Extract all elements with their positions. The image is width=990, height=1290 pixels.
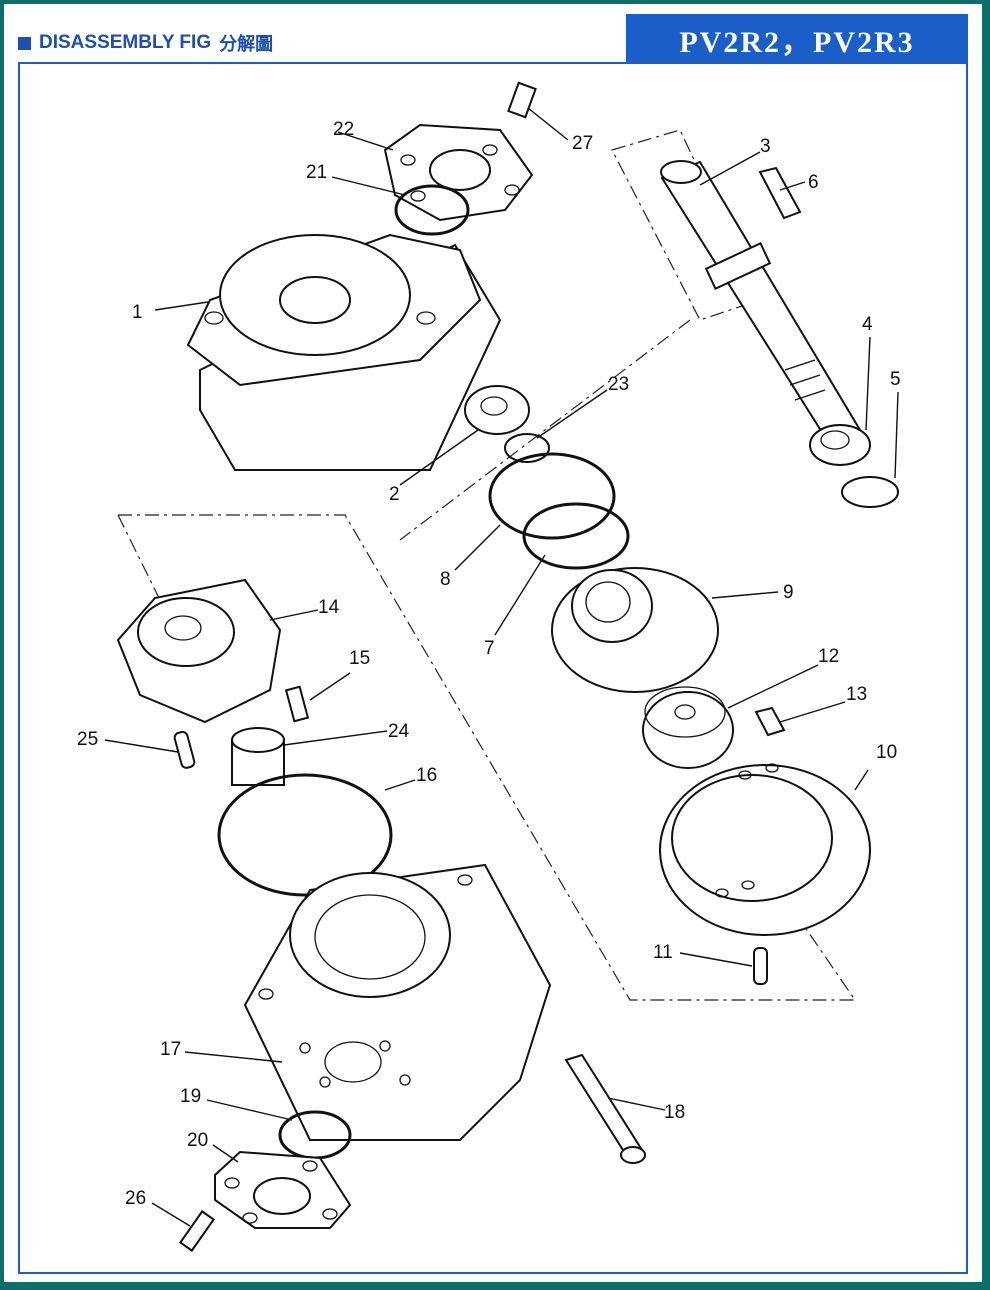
label-part-19: 19 [180,1086,201,1107]
oring-21-part [394,184,470,236]
outer-border-bottom [0,1282,990,1290]
cartridge-group-outline [118,514,857,1001]
label-part-13: 13 [846,684,867,705]
label-part-24: 24 [388,721,410,742]
snap-ring-23-part [504,433,550,463]
cartridge-group-outline-left [117,514,161,601]
pin-11-part [753,947,768,985]
axis-line-center [399,319,691,541]
label-part-22: 22 [333,119,354,140]
label-part-17: 17 [160,1039,181,1060]
bolt-27-part [507,81,537,119]
shaft-part [660,160,862,447]
outer-border-right [982,0,990,1290]
bolt-26-part [178,1210,216,1252]
label-part-23: 23 [608,374,629,395]
key-6-part [758,166,802,220]
label-part-5: 5 [890,369,901,390]
label-part-18: 18 [664,1102,685,1123]
rotor-12-part [642,686,734,769]
front-body-part [186,233,502,471]
header-title-group: DISASSEMBLY FIG 分解圖 [18,30,273,56]
label-part-10: 10 [876,742,897,763]
rear-body-17-part [243,863,552,1141]
label-part-4: 4 [862,314,873,335]
support-plate-14-part [116,578,282,724]
label-part-27: 27 [572,133,593,154]
header-title: DISASSEMBLY FIG [39,32,212,53]
label-part-26: 26 [125,1188,146,1209]
page-header: DISASSEMBLY FIG 分解圖 PV2R2，PV2R3 [18,14,968,64]
bushing-24-part [231,727,285,786]
shaft-group-outline [611,129,761,321]
label-part-12: 12 [818,646,839,667]
cam-ring-10-part [659,763,871,936]
oring-16-part [217,773,393,897]
header-title-zh: 分解圖 [219,34,274,55]
label-part-20: 20 [187,1130,208,1151]
screw-15-part [284,685,310,723]
label-part-21: 21 [306,162,327,183]
bearing-2-part [464,385,530,435]
label-part-25: 25 [77,729,98,750]
label-part-14: 14 [318,597,340,618]
model-banner: PV2R2，PV2R3 [626,14,968,64]
snap-ring-5-part [841,476,899,508]
vane-13-part [754,706,786,737]
label-part-11: 11 [653,942,673,963]
bolt-18-part [564,1053,646,1164]
square-bullet-icon [18,36,31,50]
label-part-8: 8 [440,569,451,590]
label-part-1: 1 [132,302,143,323]
label-part-9: 9 [783,582,794,603]
flange-bottom-part [214,1150,352,1229]
pin-25-part [173,730,196,769]
side-plate-9-part [551,567,719,693]
leader-lines [104,107,899,1227]
bearing-4-part [809,424,871,466]
flange-top-part [383,123,534,222]
label-part-6: 6 [808,172,819,193]
oring-7-part [522,502,630,570]
label-part-2: 2 [389,484,400,505]
label-part-16: 16 [416,765,437,786]
model-label: PV2R2，PV2R3 [679,26,915,59]
label-part-7: 7 [484,638,495,659]
label-part-15: 15 [349,648,370,669]
oring-8-part [488,452,616,540]
label-part-3: 3 [760,136,771,157]
